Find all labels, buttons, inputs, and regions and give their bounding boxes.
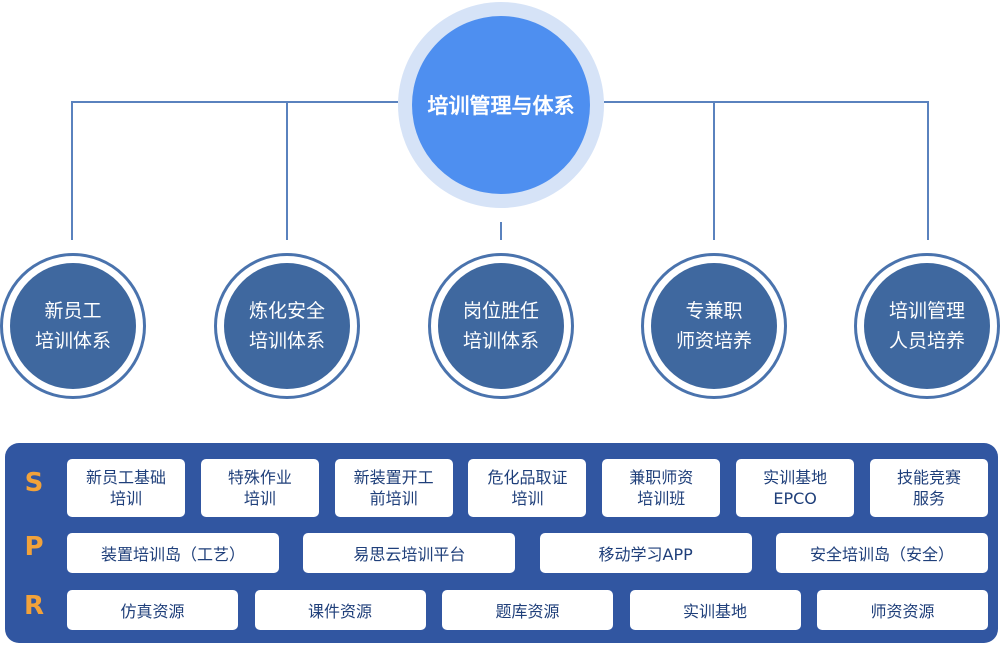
center-node: 培训管理与体系: [398, 2, 604, 208]
spr-panel: S 新员工基础 培训 特殊作业 培训 新装置开工 前培训 危化品取证 培训 兼职…: [5, 443, 998, 643]
spr-row-s: 新员工基础 培训 特殊作业 培训 新装置开工 前培训 危化品取证 培训 兼职师资…: [67, 459, 988, 517]
spr-item-line2: 前培训: [369, 489, 418, 508]
subsystem-label-line2: 培训体系: [34, 330, 111, 352]
spr-item-line1: 特殊作业: [227, 468, 292, 487]
subsystem-node-manager-training: 培训管理 人员培养: [854, 253, 1000, 399]
spr-letter-s: S: [24, 468, 44, 498]
subsystem-node-post-competency: 岗位胜任 培训体系: [428, 253, 574, 399]
spr-item-line2: EPCO: [773, 489, 817, 508]
spr-item-line1: 技能竞赛: [896, 468, 961, 487]
subsystem-label-line2: 培训体系: [462, 330, 539, 352]
spr-item-line1: 危化品取证: [487, 468, 568, 487]
spr-s-item: 实训基地 EPCO: [736, 459, 855, 517]
spr-s-item: 兼职师资 培训班: [602, 459, 721, 517]
spr-item-line2: 培训: [511, 489, 544, 508]
subsystem-node-inner: 培训管理 人员培养: [864, 263, 990, 389]
spr-s-item: 技能竞赛 服务: [869, 459, 988, 517]
subsystem-node-inner: 专兼职 师资培养: [651, 263, 777, 389]
spr-item-line1: 实训基地: [763, 468, 828, 487]
subsystem-node-inner: 新员工 培训体系: [10, 263, 136, 389]
subsystem-node-inner: 岗位胜任 培训体系: [438, 263, 564, 389]
spr-row-r: 仿真资源 课件资源 题库资源 实训基地 师资资源: [67, 590, 988, 630]
spr-item-line2: 培训: [243, 489, 276, 508]
spr-p-item: 装置培训岛（工艺）: [67, 533, 279, 573]
spr-item-line1: 兼职师资: [629, 468, 694, 487]
spr-item-line2: 培训: [109, 489, 142, 508]
spr-r-item: 师资资源: [817, 590, 988, 630]
subsystem-label-line2: 培训体系: [248, 330, 325, 352]
spr-p-item: 移动学习APP: [539, 533, 752, 573]
spr-item-line2: 服务: [912, 489, 945, 508]
subsystem-node-instructor-training: 专兼职 师资培养: [641, 253, 787, 399]
spr-r-item: 题库资源: [442, 590, 613, 630]
subsystem-label-line1: 专兼职: [685, 300, 743, 322]
spr-r-item: 实训基地: [629, 590, 801, 630]
spr-p-item: 易思云培训平台: [303, 533, 516, 573]
spr-item-line1: 新员工基础: [85, 468, 166, 487]
spr-r-item: 课件资源: [254, 590, 426, 630]
subsystem-node-refining-safety: 炼化安全 培训体系: [214, 253, 360, 399]
spr-s-item: 新员工基础 培训: [67, 459, 185, 517]
subsystem-label-line2: 人员培养: [888, 330, 965, 352]
spr-p-item: 安全培训岛（安全）: [775, 533, 988, 573]
subsystem-node-new-employee: 新员工 培训体系: [0, 253, 146, 399]
center-node-label: 培训管理与体系: [412, 16, 590, 194]
spr-letter-p: P: [24, 532, 44, 562]
subsystem-label-line1: 培训管理: [888, 300, 965, 322]
spr-row-p: 装置培训岛（工艺） 易思云培训平台 移动学习APP 安全培训岛（安全）: [67, 533, 988, 573]
spr-r-item: 仿真资源: [67, 590, 238, 630]
subsystem-label-line2: 师资培养: [675, 330, 752, 352]
subsystem-node-inner: 炼化安全 培训体系: [224, 263, 350, 389]
subsystem-label-line1: 新员工: [44, 300, 102, 322]
subsystem-label-line1: 炼化安全: [248, 300, 325, 322]
spr-letter-r: R: [23, 591, 45, 621]
spr-s-item: 新装置开工 前培训: [334, 459, 453, 517]
spr-s-item: 危化品取证 培训: [468, 459, 587, 517]
spr-s-item: 特殊作业 培训: [200, 459, 319, 517]
subsystem-label-line1: 岗位胜任: [462, 300, 539, 322]
spr-item-line2: 培训班: [637, 489, 686, 508]
spr-item-line1: 新装置开工: [353, 468, 434, 487]
